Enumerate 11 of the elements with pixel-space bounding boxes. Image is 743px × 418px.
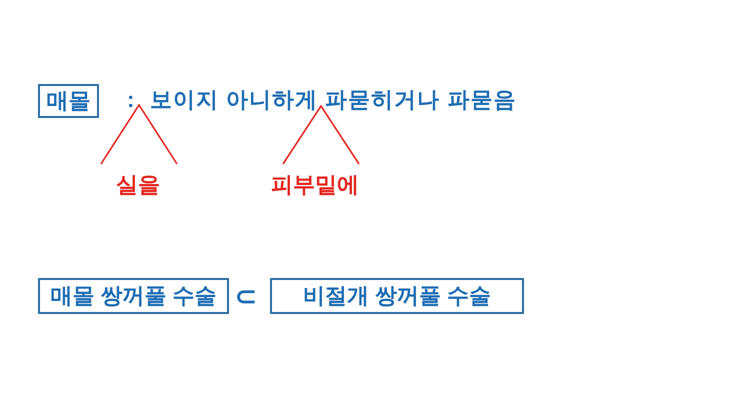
- term-text: 매몰 쌍꺼풀 수술: [50, 283, 217, 309]
- insertion-word: 실을: [116, 171, 160, 199]
- subset-symbol: ⊂: [235, 280, 257, 312]
- insertion-word: 피부밑에: [271, 171, 359, 199]
- term-box: [270, 278, 524, 314]
- definition-text: 보이지 아니하게 파묻히거나 파묻음: [150, 86, 516, 114]
- term-box: [38, 278, 229, 314]
- term-text: 비절개 쌍꺼풀 수술: [302, 283, 492, 309]
- term-box: [38, 84, 99, 118]
- term-text: 매몰: [46, 88, 90, 114]
- colon: :: [127, 86, 134, 114]
